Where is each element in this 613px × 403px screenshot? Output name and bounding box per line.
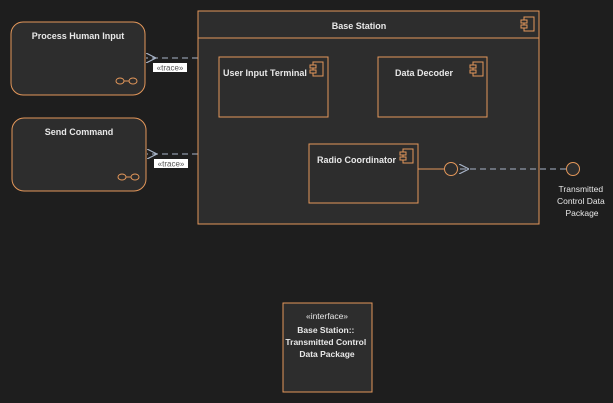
component-radio-coordinator[interactable]: Radio Coordinator [308, 143, 419, 204]
trace-dependency-2[interactable]: «trace» [147, 154, 198, 169]
use-case-process-human-input[interactable]: Process Human Input [10, 21, 146, 96]
component-user-input-terminal[interactable]: User Input Terminal [218, 56, 329, 118]
collaboration-icon [115, 77, 138, 85]
trace-label: «trace» [157, 64, 184, 73]
component-icon [469, 61, 484, 77]
use-case-label: Send Command [45, 127, 114, 137]
provided-interface[interactable]: Transmitted Control Data Package [557, 162, 607, 219]
component-label: Data Decoder [395, 68, 454, 78]
component-label: Radio Coordinator [317, 155, 396, 165]
interface-box[interactable]: «interface» Base Station:: Transmitted C… [282, 302, 373, 393]
interface-stereotype: «interface» [306, 311, 348, 321]
use-case-label: Process Human Input [32, 31, 125, 41]
component-icon [309, 61, 324, 77]
interface-name: Base Station:: Transmitted Control Data … [285, 325, 368, 359]
trace-label: «trace» [158, 160, 185, 169]
trace-dependency-1[interactable]: «trace» [146, 58, 198, 73]
use-case-send-command[interactable]: Send Command [11, 117, 147, 192]
component-icon [520, 16, 535, 32]
component-data-decoder[interactable]: Data Decoder [377, 56, 488, 118]
component-label: User Input Terminal [223, 68, 307, 78]
base-station-title: Base Station [332, 21, 387, 31]
component-icon [399, 148, 414, 164]
port-circle[interactable] [444, 162, 458, 176]
interface-label: Transmitted Control Data Package [557, 184, 607, 218]
collaboration-icon [117, 173, 140, 181]
